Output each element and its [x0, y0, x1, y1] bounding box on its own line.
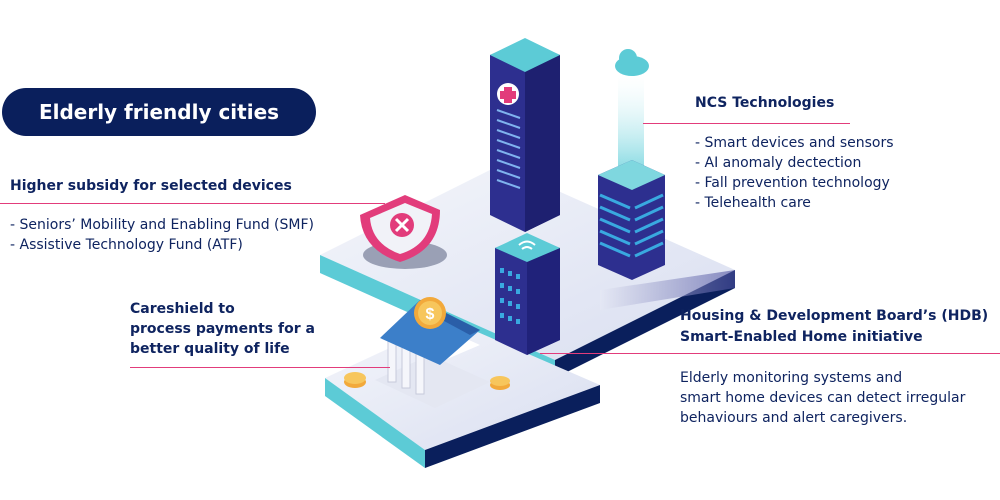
careshield-heading-line: Careshield to — [130, 301, 235, 317]
smart-home-tower — [495, 233, 560, 355]
careshield-divider — [130, 367, 390, 368]
hdb-body-line: smart home devices can detect irregular — [680, 390, 966, 406]
subsidy-item: - Assistive Technology Fund (ATF) — [10, 237, 243, 253]
cloud-tower — [598, 49, 665, 280]
page-title: Elderly friendly cities — [2, 88, 316, 136]
wifi-icon — [518, 240, 536, 250]
hdb-heading-line: Smart-Enabled Home initiative — [680, 329, 923, 345]
subsidy-item: - Seniors’ Mobility and Enabling Fund (S… — [10, 217, 314, 233]
subsidy-divider — [0, 203, 385, 204]
hdb-heading-line: Housing & Development Board’s (HDB) — [680, 308, 989, 324]
ncs-item: - AI anomaly dectection — [695, 155, 862, 171]
hospital-tower — [490, 38, 560, 232]
ncs-item: - Telehealth care — [695, 195, 811, 211]
hdb-body-line: behaviours and alert caregivers. — [680, 410, 908, 426]
shield-icon — [360, 195, 447, 269]
bank-icon: $ — [344, 297, 510, 408]
subsidy-heading: Higher subsidy for selected devices — [10, 178, 292, 194]
careshield-heading-line: process payments for a — [130, 321, 315, 337]
careshield-heading-line: better quality of life — [130, 341, 290, 357]
ncs-divider — [643, 123, 850, 124]
hdb-divider — [540, 353, 1000, 354]
ncs-item: - Smart devices and sensors — [695, 135, 894, 151]
svg-text:$: $ — [426, 306, 435, 323]
ncs-heading: NCS Technologies — [695, 95, 835, 111]
ncs-item: - Fall prevention technology — [695, 175, 890, 191]
hdb-body-line: Elderly monitoring systems and — [680, 370, 903, 386]
